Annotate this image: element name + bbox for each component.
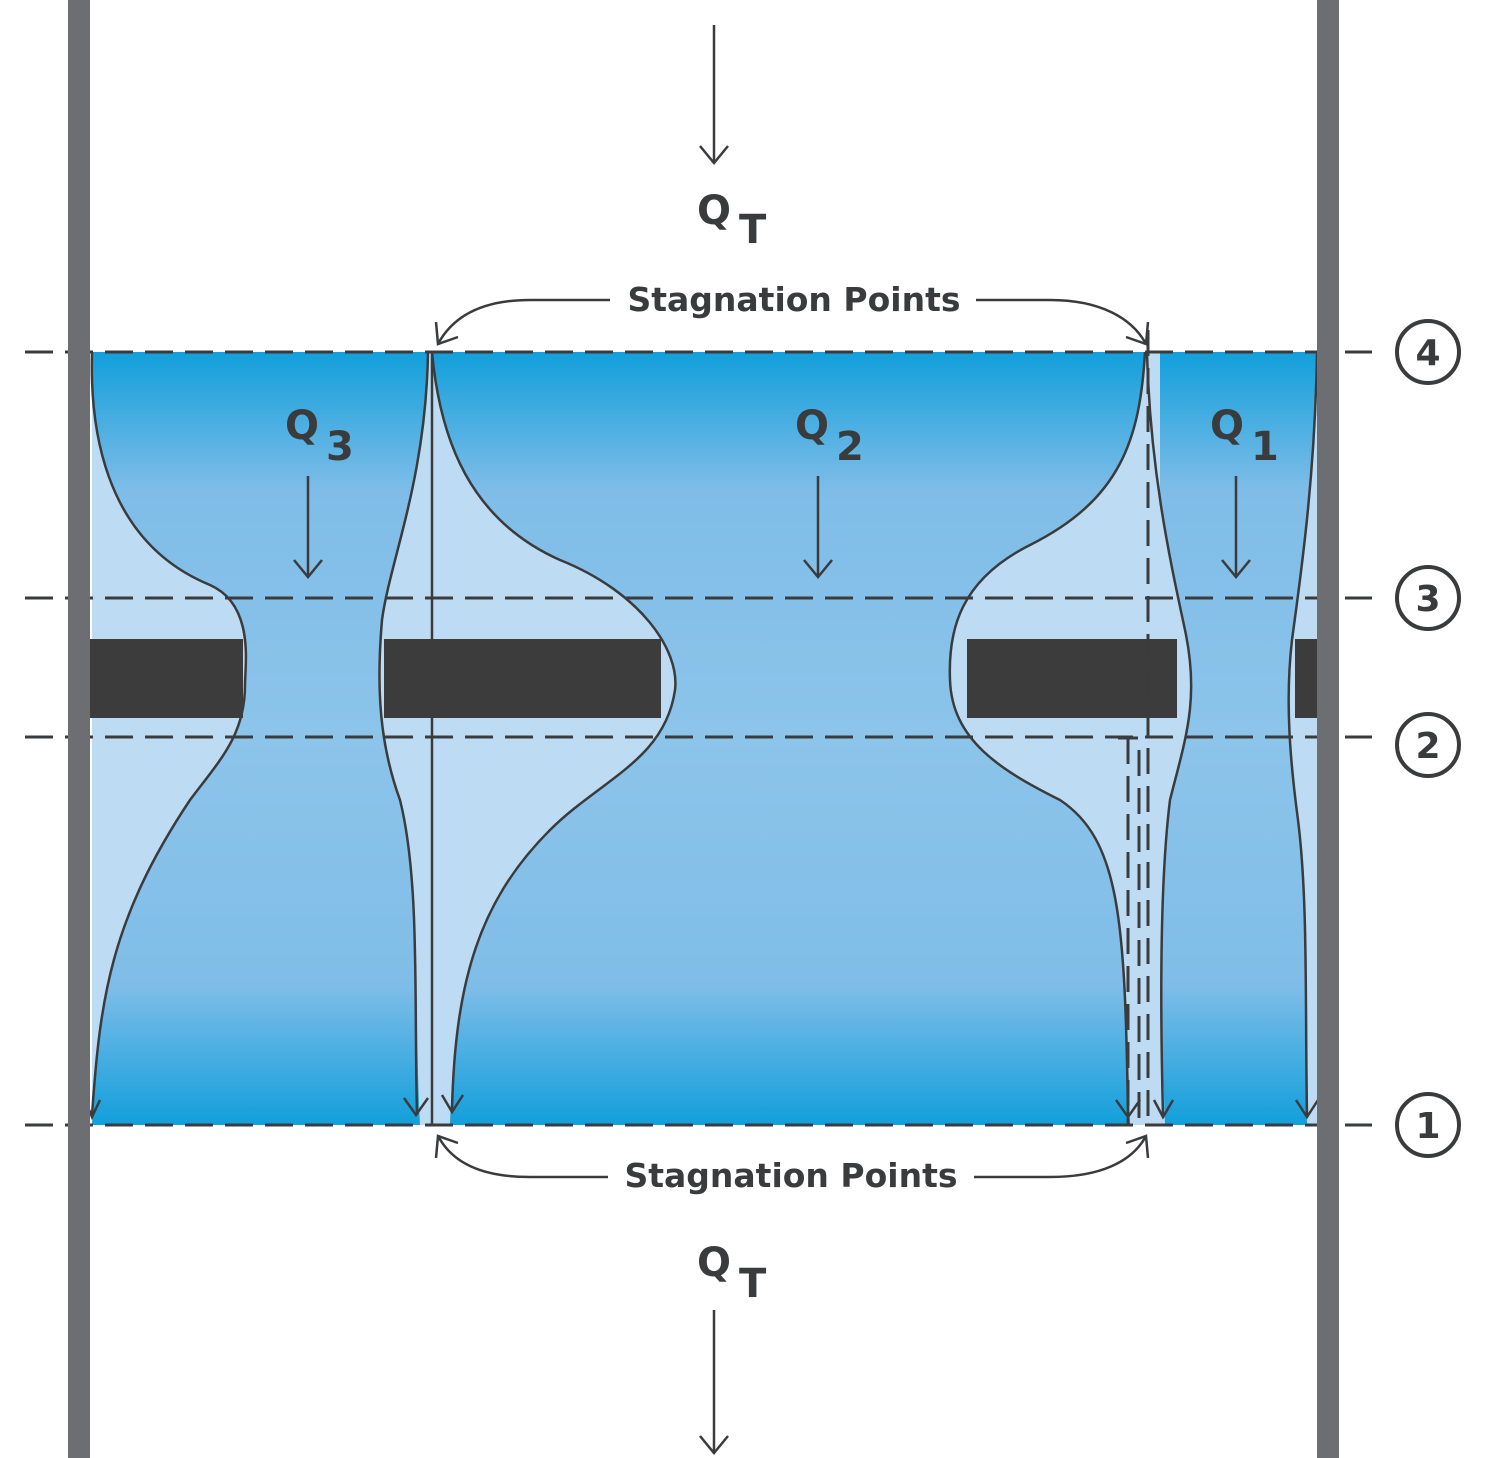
arrowhead-icon	[699, 145, 729, 165]
bracket-bottom-right	[974, 1135, 1148, 1179]
level-label-4: 4	[1415, 333, 1440, 374]
profile-fill-q2-right	[949, 352, 1160, 1125]
region-q3-label: Q	[285, 403, 319, 449]
profile-curve-q1-left	[1145, 351, 1193, 1116]
level-marker-4: 4	[1395, 319, 1461, 385]
arrowhead-icon	[434, 1134, 459, 1159]
arrowhead-icon	[699, 1435, 729, 1455]
arrowhead-icon	[1152, 1099, 1175, 1120]
wall-right	[1317, 0, 1339, 1458]
profile-fill-q1-right	[1288, 352, 1317, 1125]
profile-curve-q3-left	[90, 351, 248, 1116]
arrowhead-icon	[1125, 321, 1150, 346]
flow-top-label: Q	[697, 188, 731, 234]
region-q3-subscript: 3	[326, 424, 354, 470]
arrowhead-icon	[1294, 1099, 1320, 1120]
profile-curve-q2-left	[430, 351, 677, 1111]
bracket-top-left	[436, 298, 610, 345]
level-marker-2: 2	[1395, 712, 1461, 778]
bracket-top-right	[976, 298, 1148, 345]
stagnation-brackets	[434, 298, 1150, 1179]
baffle-right	[967, 639, 1177, 718]
profile-curve-q2-right	[948, 351, 1147, 1116]
arrowhead-icon	[434, 321, 459, 346]
velocity-profiles	[90, 351, 1319, 1125]
stagnation-streamlines	[1126, 330, 1150, 1125]
arrowhead-icon	[803, 559, 833, 579]
level-marker-1: 1	[1395, 1092, 1461, 1158]
stagnation-bottom-label: Stagnation Points	[624, 1156, 957, 1195]
flow-top-subscript: T	[739, 207, 767, 253]
region-q1-subscript: 1	[1251, 424, 1279, 470]
arrowhead-icon	[1221, 559, 1251, 579]
level-label-2: 2	[1415, 726, 1440, 767]
baffle-left	[90, 639, 243, 718]
arrowhead-icon	[293, 559, 323, 579]
stagnation-top-label: Stagnation Points	[627, 280, 960, 319]
level-marker-3: 3	[1395, 565, 1461, 631]
region-q2-label: Q	[795, 403, 829, 449]
baffle-edge	[1295, 639, 1317, 718]
arrowhead-icon	[1125, 1134, 1150, 1159]
region-q1-label: Q	[1210, 403, 1244, 449]
level-lines	[25, 350, 1372, 1127]
flow-bottom-subscript: T	[739, 1261, 767, 1307]
profile-arrowheads	[83, 1094, 1320, 1121]
region-q2-subscript: 2	[836, 424, 864, 470]
level-label-1: 1	[1415, 1106, 1440, 1147]
flow-bottom-label: Q	[697, 1240, 731, 1286]
profile-curve-q3-right	[378, 351, 430, 1116]
level-label-3: 3	[1415, 579, 1440, 620]
arrowhead-icon	[1114, 1099, 1142, 1120]
profile-curve-q1-right	[1287, 351, 1319, 1116]
arrowhead-icon	[402, 1097, 430, 1118]
bracket-bottom-left	[436, 1135, 608, 1179]
baffle-center	[384, 639, 661, 718]
arrowhead-icon	[440, 1094, 465, 1115]
wall-left	[68, 0, 90, 1458]
